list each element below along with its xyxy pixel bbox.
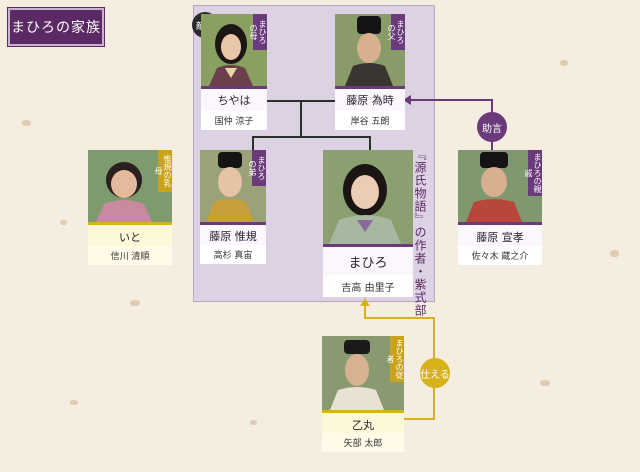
actor-otomaru: 矢部 太郎 [322,433,404,452]
paper-speck [560,60,568,66]
actor-nobutaka: 佐々木 蔵之介 [458,246,542,265]
children-line [252,136,370,138]
actor-ito: 信川 清順 [88,246,172,265]
relation-tag: 惟規の乳母 [154,150,172,192]
serve-arrow-head [360,298,370,306]
name-chiyaha: ちやは [201,86,267,111]
serve-line [364,305,366,318]
relation-tag: まひろの父 [387,14,405,50]
portrait-mahiro [323,150,413,244]
paper-speck [130,300,140,306]
name-tametoki: 藤原 為時 [335,86,405,111]
portrait-chiyaha [201,14,267,86]
relation-tag: まひろの弟 [248,150,266,186]
name-mahiro: まひろ [323,244,413,275]
paper-speck [22,120,31,126]
serve-line [364,317,435,319]
paper-speck [540,380,550,386]
heroine-title: 『源氏物語』の作者・紫式部 [413,148,427,317]
card-ito[interactable]: 惟規の乳母 いと 信川 清順 [88,150,172,265]
actor-chiyaha: 国仲 涼子 [201,111,267,130]
actor-nobunori: 高杉 真宙 [200,245,266,264]
card-otomaru[interactable]: まひろの従者 乙丸 矢部 太郎 [322,336,404,452]
serve-line [403,418,435,420]
card-nobunori[interactable]: まひろの弟 藤原 惟規 高杉 真宙 [200,150,266,264]
relation-tag: まひろの親戚 [524,150,542,196]
child-drop-mahiro [369,136,371,150]
actor-mahiro: 吉高 由里子 [323,275,413,297]
serve-badge: 仕える [420,358,450,388]
card-nobutaka[interactable]: まひろの親戚 藤原 宣孝 佐々木 蔵之介 [458,150,542,265]
advice-line [410,99,493,101]
card-mahiro[interactable]: まひろ 吉高 由里子 [323,150,413,297]
paper-speck [610,250,619,257]
relation-tag: まひろの母 [249,14,267,50]
card-tametoki[interactable]: まひろの父 藤原 為時 岸谷 五朗 [335,14,405,130]
card-chiyaha[interactable]: まひろの母 ちやは 国仲 涼子 [201,14,267,130]
paper-speck [250,420,257,425]
advice-badge: 助言 [477,112,507,142]
name-nobutaka: 藤原 宣孝 [458,222,542,249]
relation-tag: まひろの従者 [386,336,404,382]
descent-line [300,100,302,137]
name-nobunori: 藤原 惟規 [200,222,266,247]
paper-speck [60,220,67,225]
advice-arrow-head [403,95,411,105]
name-otomaru: 乙丸 [322,410,404,437]
actor-tametoki: 岸谷 五朗 [335,111,405,130]
name-ito: いと [88,222,172,249]
paper-speck [70,400,78,405]
page-title: まひろの家族 [7,7,105,47]
child-drop-nobunori [252,136,254,152]
